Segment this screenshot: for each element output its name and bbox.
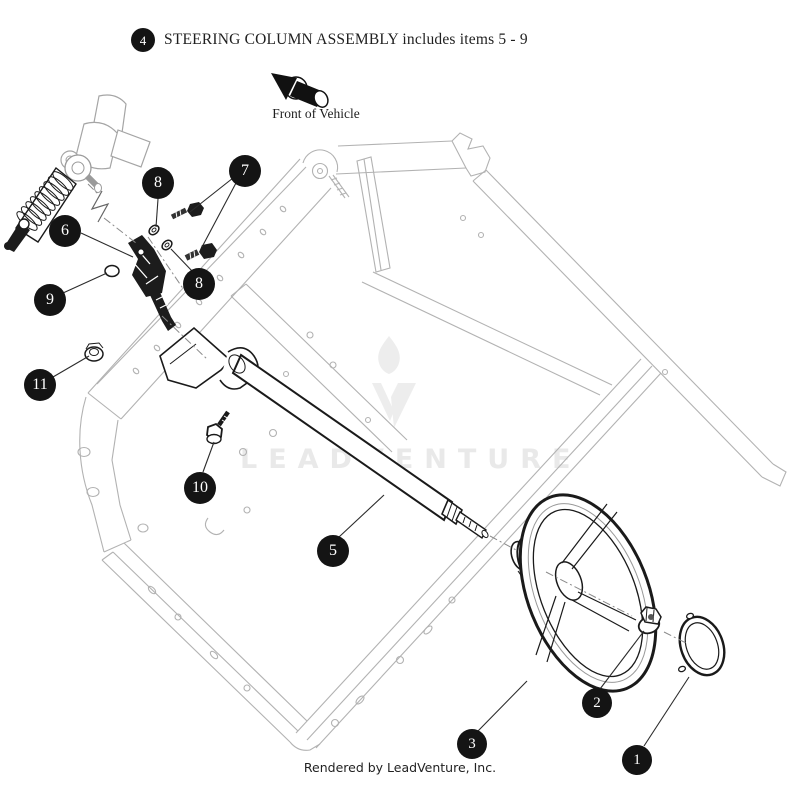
callout-9[interactable]: 9 xyxy=(34,284,66,316)
callout-7[interactable]: 7 xyxy=(229,155,261,187)
callout-8-lower-number: 8 xyxy=(195,275,203,292)
u-joint-art xyxy=(128,235,176,331)
render-credit: Rendered by LeadVenture, Inc. xyxy=(303,760,497,775)
callout-9-number: 9 xyxy=(46,291,54,308)
callout-11-number: 11 xyxy=(32,376,48,393)
callout-5-number: 5 xyxy=(329,542,337,559)
callout-7-number: 7 xyxy=(241,162,249,179)
callout-4-assembly[interactable]: 4 xyxy=(131,28,155,52)
hardware-art xyxy=(84,202,217,362)
callout-2-number: 2 xyxy=(593,694,601,711)
callout-6-number: 6 xyxy=(61,222,69,239)
callout-6[interactable]: 6 xyxy=(49,215,81,247)
callout-1[interactable]: 1 xyxy=(622,745,652,775)
watermark-logo-icon xyxy=(372,336,416,428)
callout-5[interactable]: 5 xyxy=(317,535,349,567)
centerlines xyxy=(87,183,687,644)
callout-1-number: 1 xyxy=(633,751,641,768)
callout-8-upper-number: 8 xyxy=(154,174,162,191)
frame-art xyxy=(77,132,787,751)
callout-11[interactable]: 11 xyxy=(24,369,56,401)
callout-8-upper[interactable]: 8 xyxy=(142,167,174,199)
front-of-vehicle-arrow-icon xyxy=(271,73,329,108)
assembly-title: STEERING COLUMN ASSEMBLY includes items … xyxy=(164,31,528,48)
callout-10-number: 10 xyxy=(192,479,208,496)
steering-wheel-art xyxy=(510,493,726,693)
callout-8-lower[interactable]: 8 xyxy=(183,268,215,300)
callout-2[interactable]: 2 xyxy=(582,688,612,718)
leader-lines xyxy=(52,177,690,747)
callout-10[interactable]: 10 xyxy=(184,472,216,504)
column-shaft-art xyxy=(159,326,489,540)
steering-rack-art xyxy=(4,94,151,252)
front-of-vehicle-label: Front of Vehicle xyxy=(272,106,360,121)
callout-3-number: 3 xyxy=(468,735,476,752)
callout-4-number: 4 xyxy=(139,32,147,48)
callout-3[interactable]: 3 xyxy=(457,729,487,759)
